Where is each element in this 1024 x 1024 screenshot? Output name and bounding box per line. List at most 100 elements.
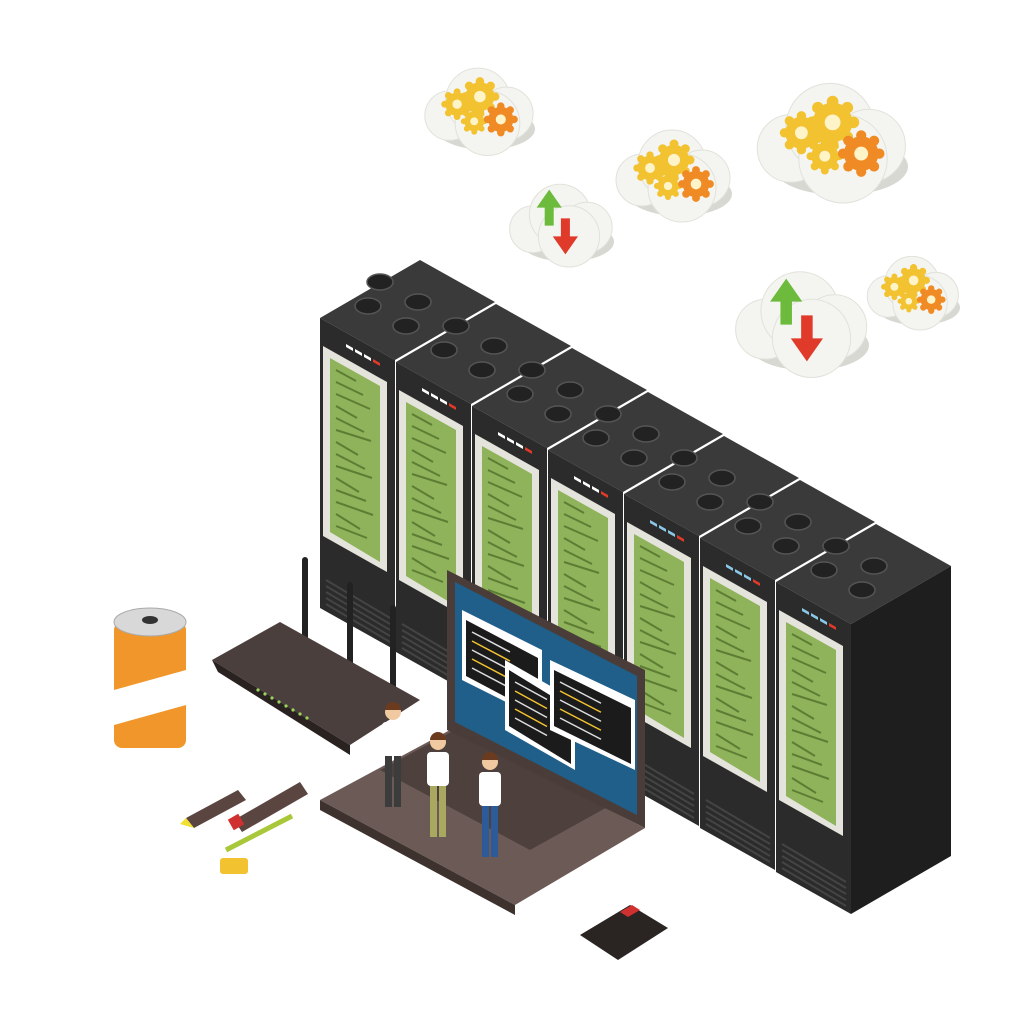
gear-icon	[460, 77, 500, 117]
panel-line	[487, 577, 519, 590]
status-led	[601, 491, 608, 498]
panel-line	[487, 589, 526, 604]
panel-line	[563, 561, 600, 574]
status-led	[364, 354, 371, 361]
panel-line	[715, 745, 748, 759]
router-front	[212, 660, 350, 755]
panel-line	[791, 789, 824, 803]
gear-hole	[495, 114, 506, 125]
person-leg	[439, 782, 446, 837]
panel-line	[639, 701, 672, 715]
status-led	[677, 535, 684, 542]
fan-vent-icon	[860, 557, 888, 575]
gear-hole	[452, 99, 462, 109]
sync-arrows-icon	[770, 278, 823, 362]
gear-hole	[690, 178, 702, 190]
vent-slot	[325, 579, 391, 619]
fan-vent-icon	[670, 449, 698, 467]
panel-line	[791, 645, 820, 660]
panel-line	[411, 545, 450, 560]
panel-line	[563, 549, 593, 565]
fan-vent-icon	[848, 581, 876, 599]
rack-top	[776, 524, 951, 624]
cloud-gears-icon	[615, 129, 732, 223]
panel-line	[335, 441, 359, 456]
panel-line	[411, 425, 440, 440]
panel-line	[411, 437, 447, 454]
status-led	[346, 344, 353, 351]
person-figure	[382, 702, 404, 807]
cloud-sync-icon	[735, 271, 869, 378]
fan-vent-icon	[366, 273, 394, 291]
vent-slot	[705, 811, 771, 851]
panel-line	[335, 501, 374, 516]
person-leg	[394, 752, 401, 807]
can-label	[114, 670, 186, 725]
panel-line	[715, 661, 739, 676]
eraser	[220, 858, 248, 874]
panel-line	[335, 465, 373, 479]
cloud-gears-icon	[756, 82, 909, 204]
panel-line	[411, 473, 448, 486]
gear-hole	[824, 114, 841, 131]
panel-line	[411, 569, 444, 583]
panel-line	[335, 393, 371, 410]
code-line	[559, 708, 602, 731]
fan-vent-icon	[772, 537, 800, 555]
person-leg	[482, 802, 489, 857]
panel-line	[335, 405, 358, 419]
router-top	[212, 622, 420, 745]
panel-line	[715, 649, 752, 662]
status-led	[592, 486, 599, 493]
status-panel	[786, 622, 836, 826]
fan-vent-icon	[708, 469, 736, 487]
router-led	[291, 708, 295, 712]
code-line	[559, 717, 602, 740]
marker-yellow	[186, 790, 246, 828]
panel-line	[639, 605, 676, 618]
code-line	[514, 681, 548, 701]
code-line	[471, 640, 511, 662]
status-led	[498, 432, 505, 439]
server-rack	[320, 260, 495, 650]
status-led	[811, 613, 818, 620]
router-led	[298, 712, 302, 716]
status-led	[650, 520, 657, 527]
code-line	[514, 690, 548, 710]
person-hair	[385, 702, 401, 710]
vent-slot	[325, 585, 391, 625]
arrow-down-icon	[552, 218, 578, 255]
vent-slot	[705, 805, 771, 845]
pencil	[224, 813, 294, 853]
code-window	[505, 660, 575, 770]
panel-line	[791, 681, 821, 697]
server-rack	[776, 524, 951, 914]
panel-line	[563, 609, 588, 625]
panel-line	[563, 573, 587, 588]
panel-line	[715, 625, 738, 639]
panel-line	[487, 505, 517, 521]
fan-vent-icon	[556, 381, 584, 399]
code-line	[471, 649, 511, 671]
person-torso	[427, 752, 449, 786]
vent-slot	[781, 843, 847, 883]
person-leg	[491, 802, 498, 857]
marker-tip	[180, 818, 194, 828]
vent-slot	[325, 603, 391, 643]
fan-vent-icon	[354, 297, 382, 315]
panel-line	[563, 537, 586, 551]
panel-line	[639, 677, 678, 692]
fan-vent-icon	[658, 473, 686, 491]
panel-line	[715, 721, 754, 736]
router-led	[263, 692, 267, 696]
gear-icon	[653, 139, 695, 181]
status-led	[507, 437, 514, 444]
panel-line	[563, 513, 592, 528]
gear-hole	[794, 126, 808, 140]
fan-vent-icon	[696, 493, 724, 511]
panel-line	[487, 493, 510, 507]
cloud-gears-icon	[866, 255, 961, 331]
gear-icon	[806, 137, 844, 175]
gear-icon	[916, 285, 946, 314]
panel-line	[411, 497, 442, 514]
